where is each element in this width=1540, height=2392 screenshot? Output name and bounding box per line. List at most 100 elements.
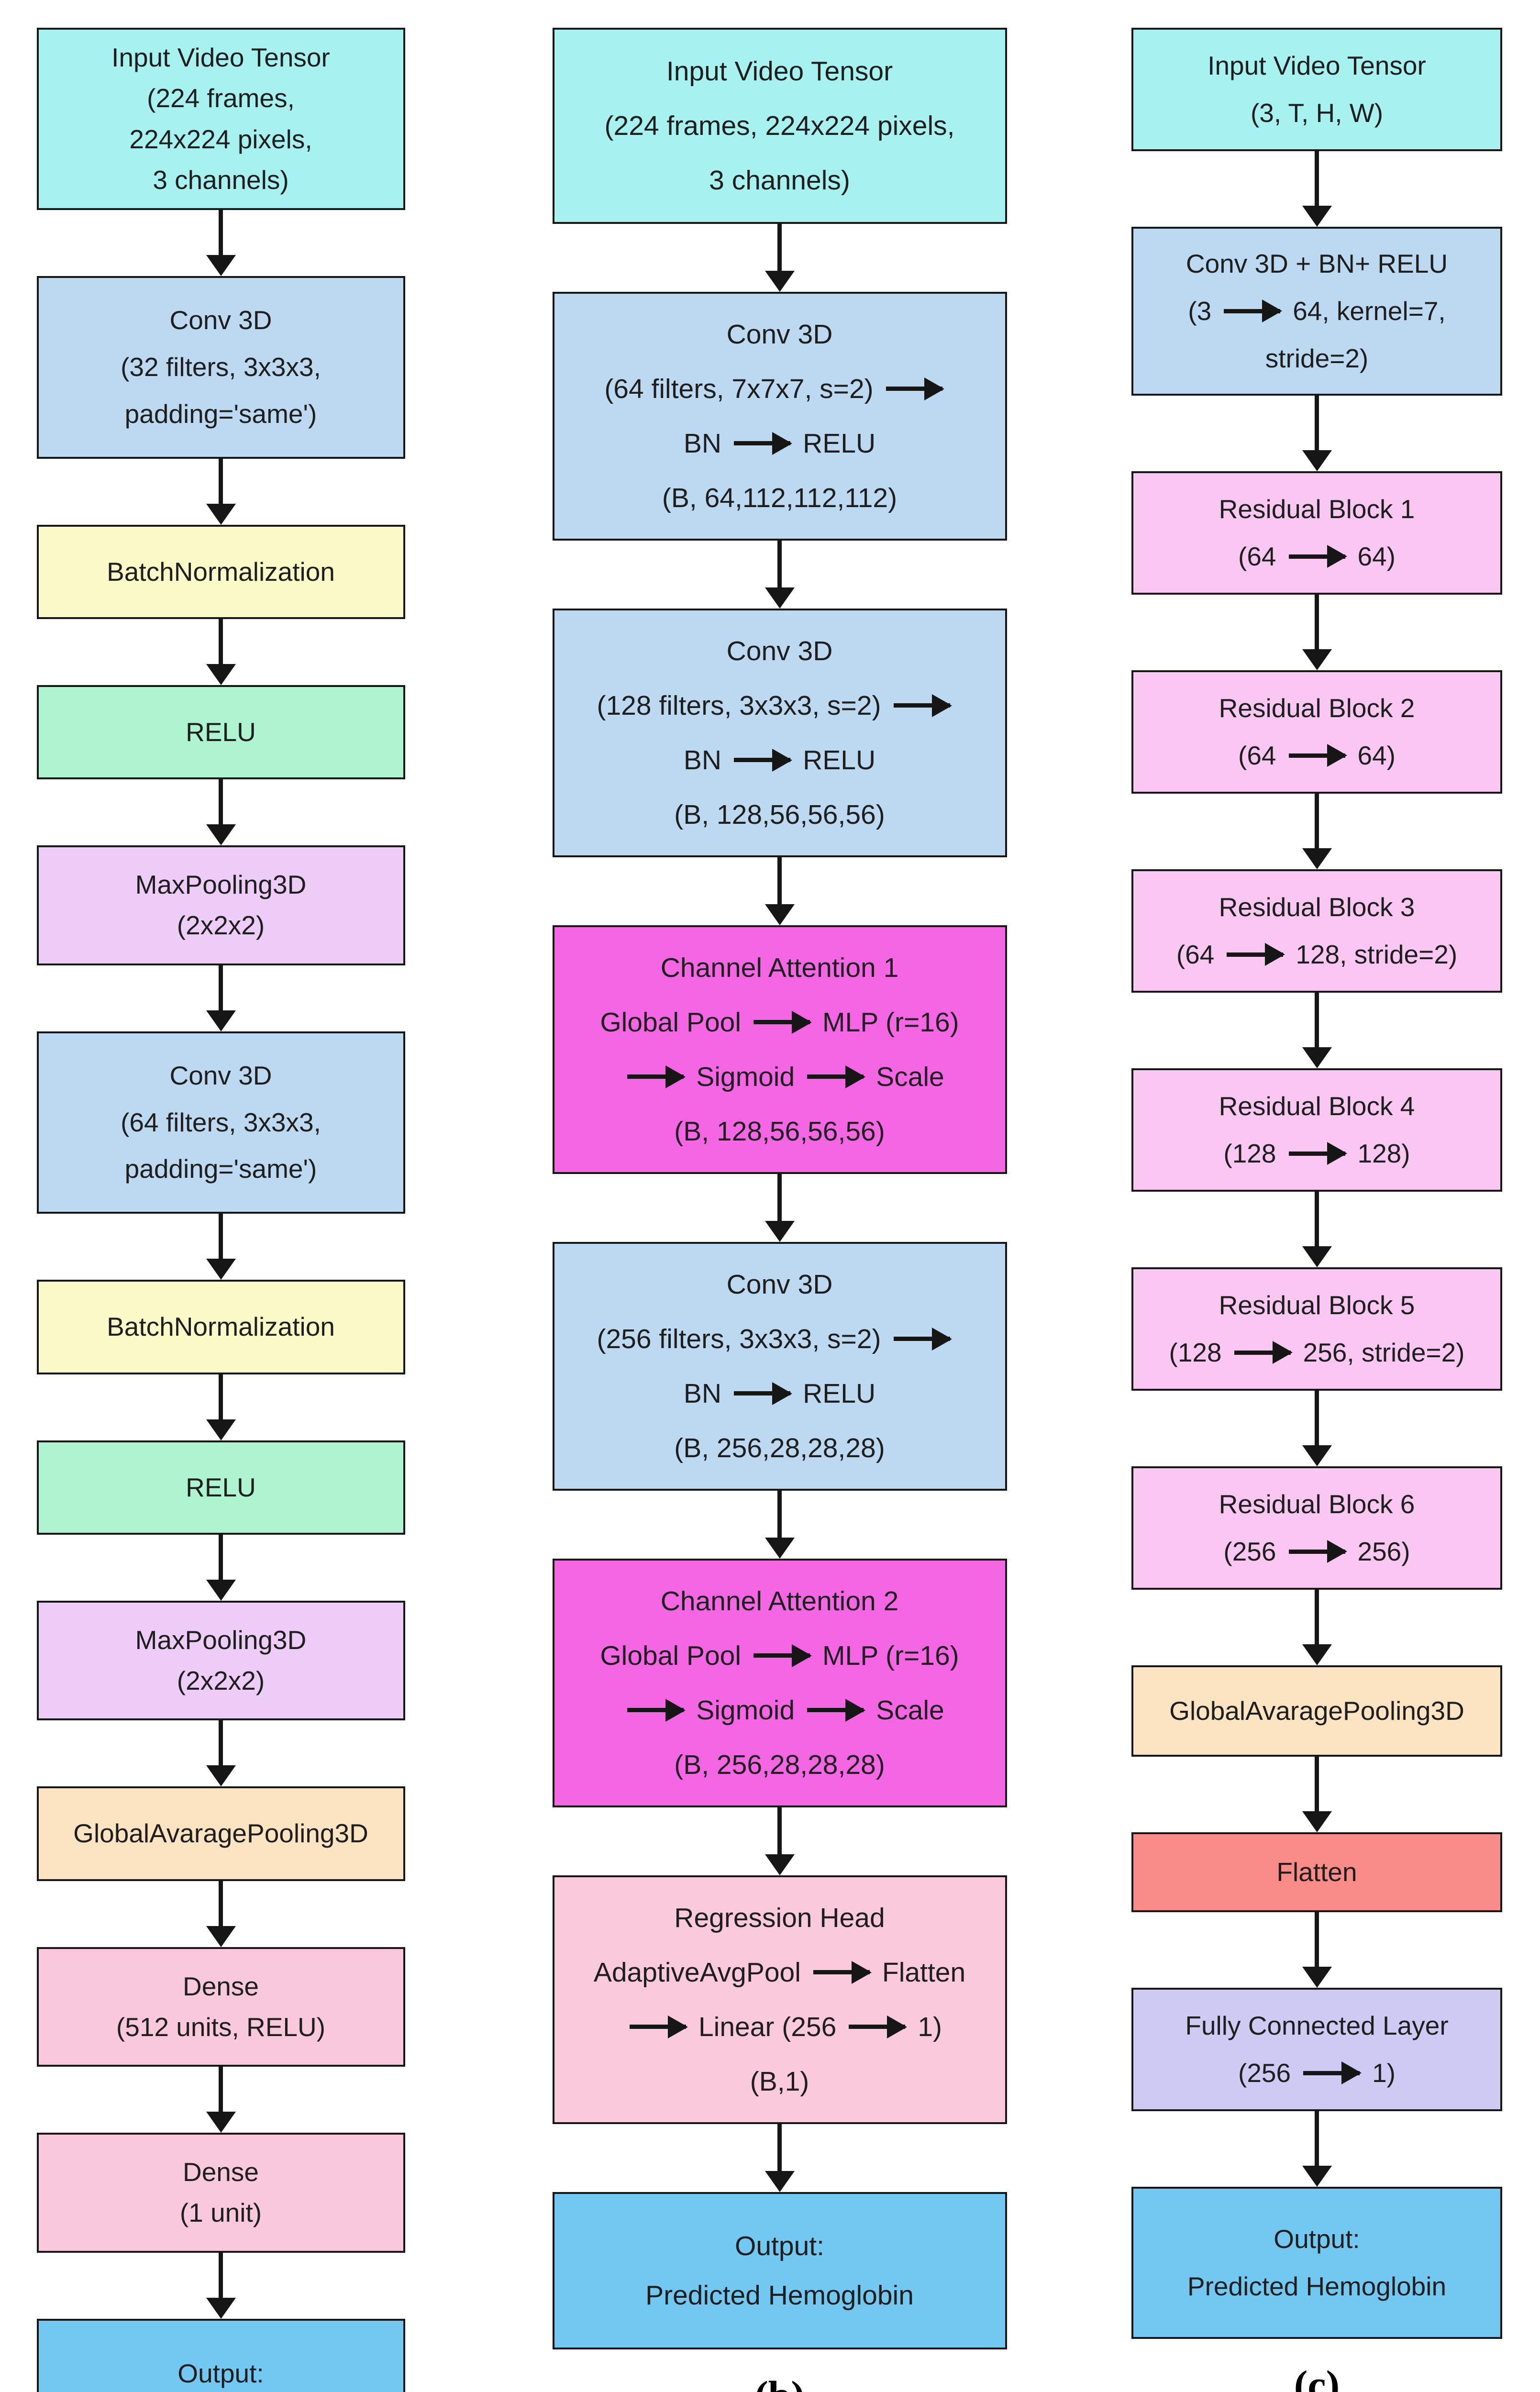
text-segment: RELU — [803, 1378, 876, 1409]
text-segment: padding='same') — [124, 1154, 317, 1184]
block-text-line: stride=2) — [1265, 335, 1369, 382]
block-text-line: 3 channels) — [709, 153, 850, 208]
text-segment: Predicted Hemoglobin — [645, 2280, 914, 2311]
right-arrow-icon — [627, 1074, 684, 1079]
text-segment: Conv 3D — [169, 1060, 272, 1090]
block-text-line: BatchNormalization — [107, 1307, 335, 1347]
down-arrow-icon — [206, 2067, 236, 2133]
down-arrow-icon — [764, 1807, 795, 1875]
block-text-line: Input Video Tensor — [111, 37, 330, 78]
block-batchnorm: BatchNormalization — [36, 1280, 405, 1374]
block-text-line: Predicted Hemoglobin — [1187, 2263, 1446, 2310]
text-segment: (128 — [1169, 1338, 1222, 1367]
down-arrow-icon — [1302, 396, 1332, 471]
text-segment: Conv 3D — [169, 305, 272, 335]
text-segment: Output: — [177, 2358, 264, 2388]
right-arrow-icon — [627, 1708, 684, 1713]
right-arrow-icon — [734, 758, 791, 763]
right-arrow-icon — [1224, 309, 1281, 313]
block-text-line: Predicted Hemoglobin — [645, 2271, 914, 2320]
block-text-line: MaxPooling3D — [135, 1620, 307, 1661]
text-segment: Conv 3D — [726, 319, 833, 350]
block-input: Input Video Tensor(224 frames, 224x224 p… — [552, 28, 1007, 224]
text-segment: Dense — [183, 1971, 259, 2001]
right-arrow-icon — [807, 1074, 864, 1079]
text-segment: (64 — [1238, 741, 1276, 770]
text-segment: RELU — [803, 745, 876, 775]
down-arrow-icon — [1302, 151, 1332, 227]
right-arrow-icon — [753, 1020, 810, 1025]
text-segment: 64, kernel=7, — [1293, 296, 1446, 326]
text-segment: Flatten — [882, 1957, 966, 1988]
text-segment: (512 units, RELU) — [116, 2012, 326, 2042]
text-segment: GlobalAvaragePooling3D — [1169, 1696, 1464, 1726]
block-dense: Dense(1 unit) — [36, 2133, 405, 2253]
text-segment: Input Video Tensor — [666, 56, 893, 87]
text-segment: 64) — [1357, 542, 1396, 571]
block-text-line: Flatten — [1276, 1849, 1357, 1896]
text-segment: Residual Block 3 — [1219, 892, 1415, 922]
down-arrow-icon — [764, 541, 795, 609]
text-segment: (B, 128,56,56,56) — [674, 799, 885, 830]
down-arrow-icon — [206, 965, 236, 1031]
text-segment: (B, 64,112,112,112) — [662, 483, 897, 513]
down-arrow-icon — [764, 857, 795, 925]
text-segment: (B,1) — [750, 2066, 809, 2097]
block-text-line: Conv 3D — [727, 307, 833, 362]
down-arrow-icon — [206, 779, 236, 845]
text-segment: MLP (r=16) — [822, 1640, 959, 1671]
right-arrow-icon — [734, 441, 791, 446]
block-text-line: RELU — [186, 712, 256, 753]
text-segment: Residual Block 5 — [1219, 1290, 1415, 1320]
text-segment: (3, T, H, W) — [1250, 98, 1384, 128]
right-arrow-icon — [1303, 2071, 1360, 2075]
text-segment: MLP (r=16) — [822, 1007, 959, 1038]
text-segment: Scale — [876, 1062, 944, 1092]
text-segment: 64) — [1357, 741, 1396, 770]
right-arrow-icon — [849, 2025, 906, 2029]
text-segment: 224x224 pixels, — [129, 124, 312, 154]
block-text-line: Channel Attention 2 — [661, 1574, 899, 1628]
column-a: Input Video Tensor(224 frames,224x224 pi… — [0, 0, 513, 2392]
down-arrow-icon — [1302, 1590, 1332, 1665]
block-text-line: (3, T, H, W) — [1251, 89, 1383, 137]
block-text-line: (64 filters, 3x3x3, — [121, 1099, 321, 1146]
caption-c: (c) — [1294, 2362, 1340, 2392]
block-text-line: padding='same') — [125, 391, 317, 438]
block-output: Output:Predicted Hemoglobin — [1131, 2187, 1502, 2339]
block-text-line: (128 filters, 3x3x3, s=2) — [597, 678, 962, 733]
down-arrow-icon — [1302, 993, 1332, 1068]
down-arrow-icon — [1302, 2111, 1332, 2187]
block-text-line: (B,1) — [750, 2054, 809, 2109]
block-conv3d: Conv 3D(32 filters, 3x3x3,padding='same'… — [36, 276, 405, 459]
text-segment: Linear (256 — [698, 2012, 837, 2042]
block-output: Output:Predicted Hemoglobin — [36, 2318, 405, 2392]
block-text-line: Residual Block 1 — [1219, 486, 1415, 533]
text-segment: (2x2x2) — [177, 910, 265, 941]
text-segment: Conv 3D — [726, 1269, 833, 1300]
block-text-line: (B, 256,28,28,28) — [674, 1738, 885, 1792]
block-text-line: Dense — [183, 1966, 259, 2007]
right-arrow-icon — [753, 1653, 810, 1658]
text-segment: Residual Block 2 — [1219, 693, 1415, 723]
down-arrow-icon — [764, 224, 795, 292]
caption-b: (b) — [754, 2371, 805, 2392]
block-text-line: (64 filters, 7x7x7, s=2) — [604, 362, 954, 416]
block-text-line: Residual Block 5 — [1219, 1282, 1415, 1329]
text-segment: 256) — [1357, 1537, 1410, 1566]
text-segment: RELU — [186, 1472, 256, 1502]
block-text-line: Input Video Tensor — [666, 44, 893, 99]
right-arrow-icon — [1288, 753, 1345, 758]
text-segment: BatchNormalization — [107, 1312, 335, 1342]
text-segment: Fully Connected Layer — [1185, 2011, 1449, 2040]
block-maxpool: MaxPooling3D(2x2x2) — [36, 1600, 405, 1721]
down-arrow-icon — [764, 1491, 795, 1559]
text-segment: (B, 256,28,28,28) — [674, 1750, 885, 1780]
